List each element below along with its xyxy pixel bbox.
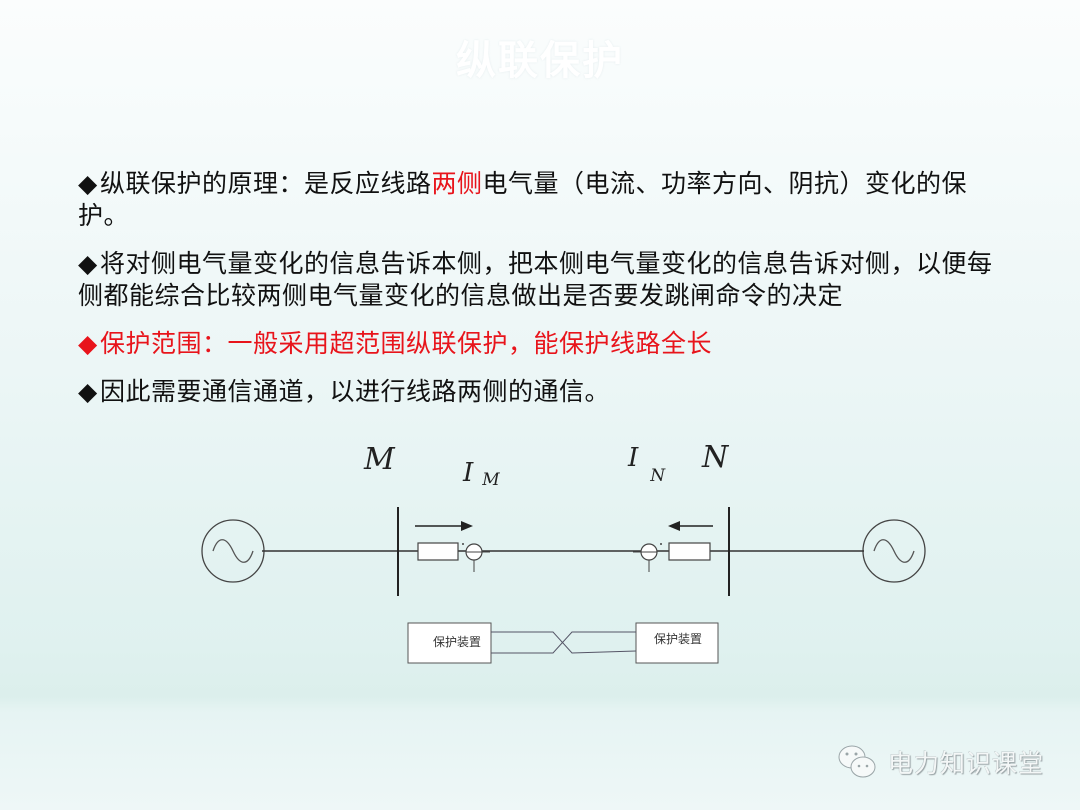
highlight-text: 两侧 xyxy=(431,169,483,198)
bullet-communication: ◆因此需要通信通道，以进行线路两侧的通信。 xyxy=(78,376,998,408)
bus-label-n: N xyxy=(702,440,729,475)
current-transformer-left-icon xyxy=(462,543,490,572)
bus-label-m: M xyxy=(364,442,395,477)
slide-title: 纵联保护 xyxy=(456,38,624,84)
breaker-left xyxy=(417,542,459,561)
bullet-protection-range: ◆保护范围：一般采用超范围纵联保护，能保护线路全长 xyxy=(78,328,998,360)
wechat-icon xyxy=(838,745,876,778)
bullet-list: ◆纵联保护的原理：是反应线路两侧电气量（电流、功率方向、阴抗）变化的保护。 ◆将… xyxy=(78,168,998,424)
diamond-bullet-icon: ◆ xyxy=(78,169,98,198)
relay-label-left: 保护装置 xyxy=(433,635,481,649)
bullet-text: 保护范围：一般采用超范围纵联保护，能保护线路全长 xyxy=(100,329,713,358)
current-arrow-right-icon xyxy=(415,521,473,531)
current-subscript: N xyxy=(650,466,666,486)
relay-box-left xyxy=(407,622,492,664)
breaker-right xyxy=(668,542,711,561)
bullet-info-exchange: ◆将对侧电气量变化的信息告诉本侧，把本侧电气量变化的信息告诉对侧，以便每侧都能综… xyxy=(78,248,998,312)
bullet-text: 纵联保护的原理：是反应线路 xyxy=(100,169,432,198)
current-subscript: M xyxy=(482,470,500,490)
generator-right-icon xyxy=(862,519,926,583)
current-symbol: I xyxy=(628,443,639,473)
bullet-text: 将对侧电气量变化的信息告诉本侧，把本侧电气量变化的信息告诉对侧，以便每侧都能综合… xyxy=(78,249,993,310)
watermark-text: 电力知识课堂 xyxy=(888,749,1045,778)
generator-left-icon xyxy=(201,519,265,583)
diamond-bullet-icon: ◆ xyxy=(78,249,98,278)
current-label-n: IN xyxy=(628,443,665,486)
relay-label-right: 保护装置 xyxy=(654,632,702,646)
current-symbol: I xyxy=(463,458,474,488)
communication-channel xyxy=(491,631,637,654)
current-arrow-left-icon xyxy=(668,521,713,531)
current-transformer-right-icon xyxy=(633,543,662,572)
bullet-principle: ◆纵联保护的原理：是反应线路两侧电气量（电流、功率方向、阴抗）变化的保护。 xyxy=(78,168,998,232)
bullet-text: 因此需要通信通道，以进行线路两侧的通信。 xyxy=(100,377,611,406)
relay-box-right xyxy=(635,622,719,664)
bullet-text: 电气量（电流、功率方向、阴抗）变化的保护。 xyxy=(78,169,968,230)
diamond-bullet-icon: ◆ xyxy=(78,329,98,358)
watermark: 电力知识课堂 xyxy=(836,742,1044,782)
diamond-bullet-icon: ◆ xyxy=(78,377,98,406)
